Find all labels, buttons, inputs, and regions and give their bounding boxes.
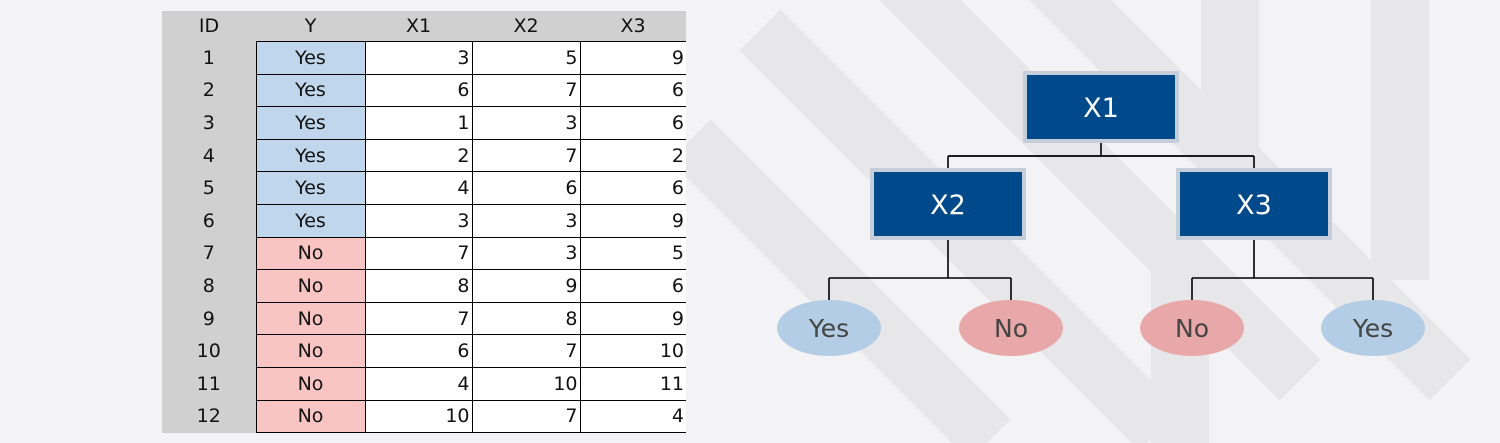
header-x1: X1: [365, 11, 472, 42]
node-x2-label: X2: [930, 190, 966, 221]
leaf-x3-right-label: Yes: [1352, 314, 1393, 343]
cell-x1: 6: [364, 73, 473, 108]
cell-id: 12: [162, 400, 256, 433]
node-root-x1-label: X1: [1083, 93, 1119, 124]
cell-id: 4: [162, 139, 256, 172]
cell-x3: 2: [579, 138, 686, 173]
cell-x2: 7: [471, 334, 581, 368]
node-root-x1: X1: [1023, 71, 1179, 143]
leaf-x2-right: No: [959, 300, 1063, 356]
node-x2: X2: [870, 168, 1026, 240]
cell-y: No: [255, 334, 366, 368]
cell-x2: 5: [471, 41, 581, 75]
cell-x1: 3: [364, 41, 473, 75]
cell-x1: 10: [364, 399, 473, 434]
cell-x2: 8: [471, 301, 581, 336]
cell-x2: 10: [471, 366, 581, 401]
leaf-x2-right-label: No: [994, 314, 1028, 343]
header-x3: X3: [580, 11, 686, 42]
node-x3: X3: [1176, 168, 1332, 240]
cell-id: 11: [162, 367, 256, 401]
cell-id: 3: [162, 106, 256, 140]
cell-x2: 7: [471, 399, 581, 434]
leaf-x3-right: Yes: [1321, 300, 1425, 356]
cell-y: No: [255, 399, 366, 434]
cell-id: 7: [162, 237, 256, 270]
leaf-x2-left-label: Yes: [808, 314, 849, 343]
cell-x3: 5: [579, 236, 686, 271]
header-y: Y: [256, 11, 365, 42]
cell-id: 2: [162, 74, 256, 107]
cell-y: No: [255, 269, 366, 303]
cell-x3: 11: [579, 366, 686, 401]
cell-x1: 7: [364, 236, 473, 271]
cell-id: 5: [162, 171, 256, 205]
header-x2: X2: [472, 11, 580, 42]
cell-y: Yes: [255, 171, 366, 205]
leaf-x2-left: Yes: [777, 300, 881, 356]
cell-x3: 10: [579, 334, 686, 368]
cell-x1: 6: [364, 334, 473, 368]
cell-x3: 6: [579, 171, 686, 205]
cell-id: 9: [162, 302, 256, 335]
leaf-x3-left-label: No: [1175, 314, 1209, 343]
cell-y: Yes: [255, 203, 366, 238]
cell-x1: 4: [364, 171, 473, 205]
cell-x2: 3: [471, 106, 581, 140]
cell-x2: 7: [471, 138, 581, 173]
cell-y: Yes: [255, 73, 366, 108]
cell-x2: 7: [471, 73, 581, 108]
cell-x1: 1: [364, 106, 473, 140]
cell-y: Yes: [255, 106, 366, 140]
cell-id: 6: [162, 204, 256, 238]
cell-x1: 2: [364, 138, 473, 173]
cell-y: Yes: [255, 41, 366, 75]
cell-id: 8: [162, 269, 256, 303]
cell-x1: 7: [364, 301, 473, 336]
cell-x3: 4: [579, 399, 686, 434]
cell-y: No: [255, 236, 366, 271]
cell-y: No: [255, 366, 366, 401]
cell-x3: 9: [579, 203, 686, 238]
cell-id: 10: [162, 334, 256, 368]
cell-y: Yes: [255, 138, 366, 173]
header-id: ID: [162, 11, 256, 42]
cell-x3: 6: [579, 106, 686, 140]
cell-y: No: [255, 301, 366, 336]
cell-id: 1: [162, 41, 256, 75]
cell-x2: 3: [471, 203, 581, 238]
table-header-row: ID Y X1 X2 X3: [162, 11, 686, 42]
leaf-x3-left: No: [1140, 300, 1244, 356]
node-x3-label: X3: [1236, 190, 1272, 221]
cell-x1: 8: [364, 269, 473, 303]
cell-x3: 6: [579, 269, 686, 303]
cell-x1: 4: [364, 366, 473, 401]
